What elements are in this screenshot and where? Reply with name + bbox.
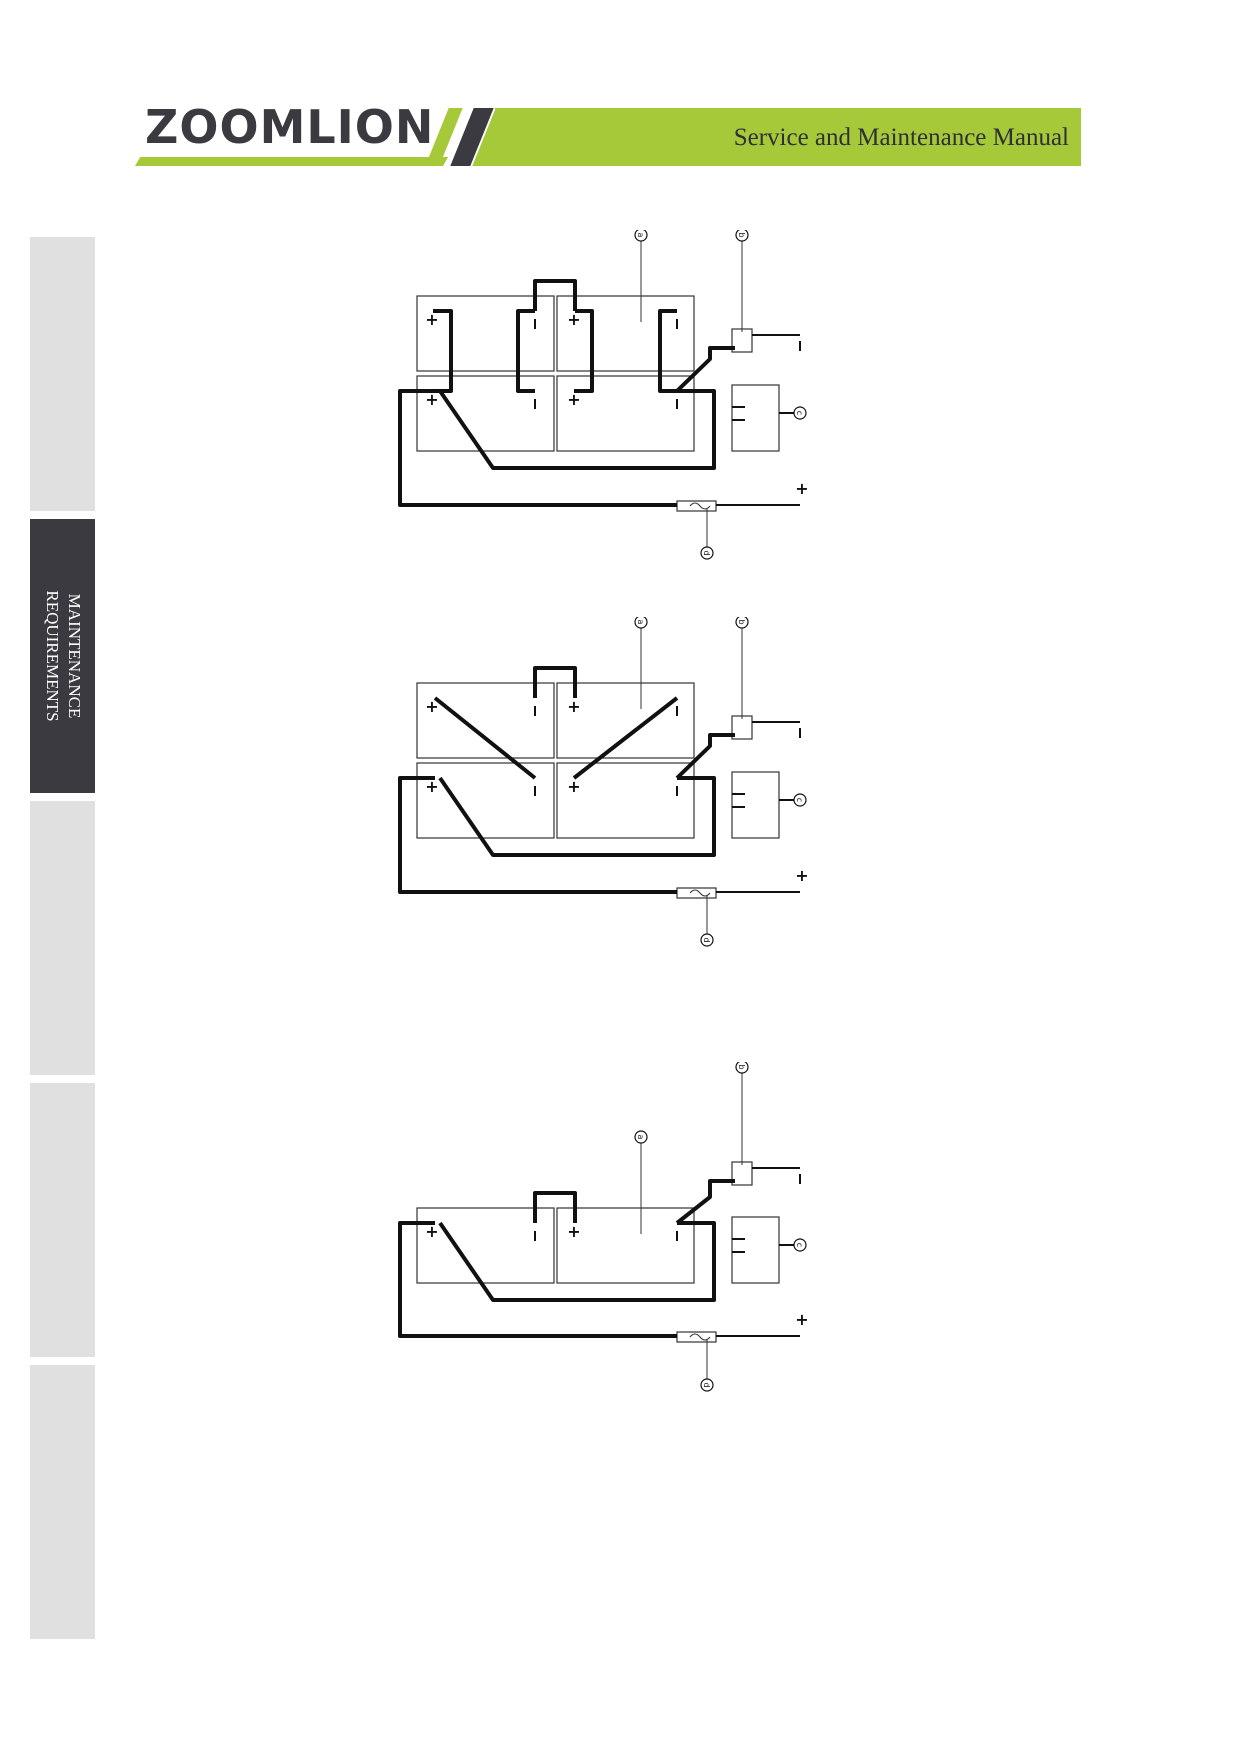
- fuse-box: [676, 500, 717, 512]
- side-tab-1[interactable]: [30, 237, 95, 511]
- svg-text:b: b: [737, 1064, 746, 1069]
- zoomlion-logo: ZOOMLION: [145, 100, 435, 154]
- wiring-diagram-four-batteries-diagonal: + + + + + a b c d: [398, 617, 809, 947]
- side-tab-maintenance-requirements[interactable]: MAINTENANCE REQUIREMENTS: [30, 519, 95, 793]
- callout-b: b: [737, 232, 746, 237]
- svg-text:a: a: [636, 1135, 645, 1140]
- logo-underline: [135, 157, 449, 166]
- wiring-diagram-two-batteries: + + + a b c d: [398, 1062, 809, 1392]
- svg-text:+: +: [425, 697, 438, 716]
- side-tab-label-line-2: REQUIREMENTS: [42, 590, 62, 722]
- side-tab-label: MAINTENANCE REQUIREMENTS: [41, 590, 85, 721]
- svg-text:a: a: [636, 620, 645, 625]
- terminal-plus-4: +: [567, 390, 580, 409]
- svg-text:c: c: [795, 798, 804, 802]
- battery-top-left: [416, 295, 555, 372]
- terminal-plus-3: +: [425, 390, 438, 409]
- svg-text:+: +: [567, 777, 580, 796]
- terminal-plus-1: +: [425, 310, 438, 329]
- side-tab-3[interactable]: [30, 801, 95, 1075]
- battery-bottom-right: [556, 375, 695, 452]
- svg-text:b: b: [737, 619, 746, 624]
- page-header: ZOOMLION Service and Maintenance Manual: [0, 0, 1239, 200]
- manual-title: Service and Maintenance Manual: [733, 124, 1069, 151]
- svg-text:d: d: [702, 1382, 711, 1387]
- battery-top-right: [556, 295, 695, 372]
- charger-box: [731, 384, 780, 452]
- callout-c: c: [795, 411, 804, 415]
- wiring-diagram-four-batteries: + + + + + a b c d: [398, 230, 809, 560]
- svg-text:+: +: [425, 1222, 438, 1241]
- callout-a: a: [636, 233, 645, 238]
- svg-text:+: +: [567, 1222, 580, 1241]
- battery-bottom-left: [416, 375, 555, 452]
- side-tab-4[interactable]: [30, 1083, 95, 1357]
- side-tab-label-line-1: MAINTENANCE: [64, 593, 84, 719]
- svg-text:d: d: [702, 937, 711, 942]
- svg-text:+: +: [795, 1310, 808, 1329]
- svg-text:c: c: [795, 1243, 804, 1247]
- svg-text:+: +: [425, 777, 438, 796]
- side-tab-5[interactable]: [30, 1365, 95, 1639]
- output-plus: +: [795, 479, 808, 498]
- header-banner: [495, 108, 1081, 166]
- svg-text:+: +: [567, 697, 580, 716]
- callout-d: d: [702, 550, 711, 555]
- terminal-plus-2: +: [567, 310, 580, 329]
- svg-text:+: +: [795, 866, 808, 885]
